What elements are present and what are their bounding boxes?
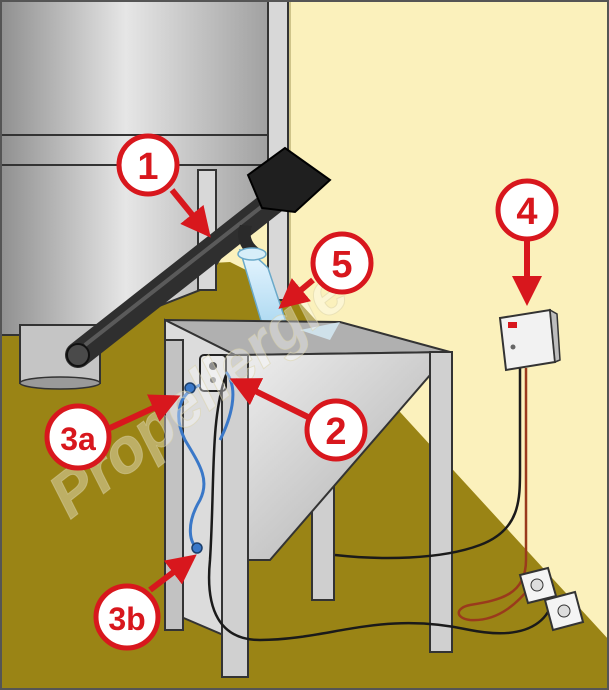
callout-1-arrow [169, 188, 211, 238]
hopper-leg [221, 354, 249, 678]
sensor-cable [207, 374, 550, 642]
callout-3b-label: 3b [108, 601, 145, 637]
auger-motor [246, 146, 332, 214]
callout-3b: 3b [93, 583, 161, 651]
callout-4-label: 4 [516, 191, 537, 233]
callout-4: 4 [495, 178, 559, 242]
control-cable [334, 368, 522, 560]
wall-socket [518, 566, 558, 605]
callout-2: 2 [304, 398, 368, 462]
power-cable [457, 368, 533, 622]
callout-1: 1 [116, 133, 180, 197]
callout-3a-arrow [108, 394, 181, 431]
callout-1-label: 1 [137, 146, 158, 188]
callout-2-label: 2 [325, 411, 346, 453]
hose-fitting-top [184, 382, 196, 394]
callout-5-arrow [278, 277, 315, 309]
hose-fitting-bottom [191, 542, 203, 554]
auger-conveyor [65, 146, 332, 368]
callout-3b-arrow [148, 554, 197, 593]
callout-3a: 3a [44, 403, 112, 471]
callout-5: 5 [310, 231, 374, 295]
hopper-leg [429, 351, 453, 653]
callout-2-arrow [229, 378, 312, 421]
callout-3a-label: 3a [60, 421, 96, 457]
control-box-indicator [508, 322, 517, 328]
callout-5-label: 5 [331, 244, 352, 286]
wall-socket [543, 590, 585, 632]
control-box [498, 308, 561, 372]
